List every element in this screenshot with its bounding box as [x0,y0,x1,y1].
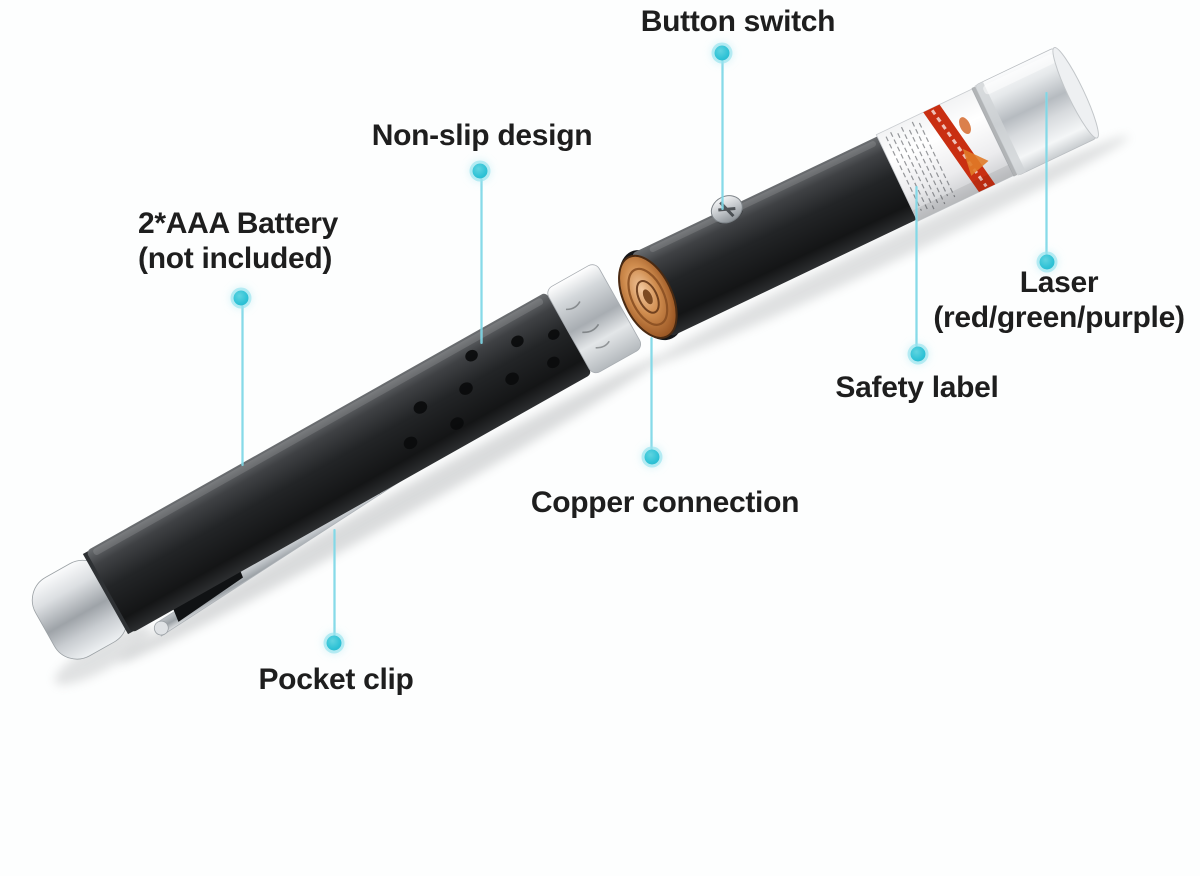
laser-label-line1: Laser [1019,266,1099,299]
battery-label-line2: (not included) [138,242,333,275]
leader-line-battery [241,305,244,466]
pen-laser-half [618,47,1129,365]
pen-barrel-half [31,264,659,685]
leader-line-pocket-clip [333,529,336,636]
leader-line-button-switch [721,60,724,210]
callout-dot-button-switch [714,45,730,61]
callout-label-pocket-clip: Pocket clip [258,663,414,696]
leader-line-copper-connection [650,337,653,450]
laser-head [971,47,1099,177]
laser-head-end-face [1052,47,1099,139]
barrel-body [87,293,591,632]
band-engraving [565,301,610,349]
callout-dot-battery [233,290,249,306]
warning-band-dashes [930,109,988,188]
laser-label-line2: (red/green/purple) [933,301,1185,334]
callout-label-non-slip: Non-slip design [371,119,593,152]
barrel-shadow [118,357,659,663]
callout-label-battery: 2*AAA Battery (not included) [138,206,338,276]
non-slip-dimples [403,329,560,450]
tail-seam [82,551,134,635]
copper-connection-face [618,254,678,339]
callout-label-copper-connection: Copper connection [530,486,800,519]
callout-label-safety-label: Safety label [835,371,999,404]
battery-label-line1: 2*AAA Battery [138,207,339,240]
callout-dot-safety-label [910,346,926,362]
leader-line-safety-label [915,186,918,347]
safety-label-sticker [875,88,1014,222]
module-gloss [649,141,876,253]
warning-orange-triangle [962,148,989,176]
tailcap-shadow [54,625,152,685]
leader-line-non-slip [480,178,483,344]
callout-dot-pocket-clip [326,635,342,651]
callout-dot-copper-connection [644,449,660,465]
module-shadow [650,135,1129,365]
callout-dot-non-slip [472,163,488,179]
callout-dot-laser [1039,254,1055,270]
callout-label-laser: Laser (red/green/purple) [933,265,1185,335]
callout-label-button-switch: Button switch [640,5,836,38]
barrel-gloss [93,298,544,556]
clip-tip [153,620,169,636]
module-body [632,136,920,336]
thread-band [547,264,642,374]
button-switch-graphic [710,195,743,224]
warning-orange-mark [959,117,971,135]
leader-line-laser [1045,92,1048,255]
